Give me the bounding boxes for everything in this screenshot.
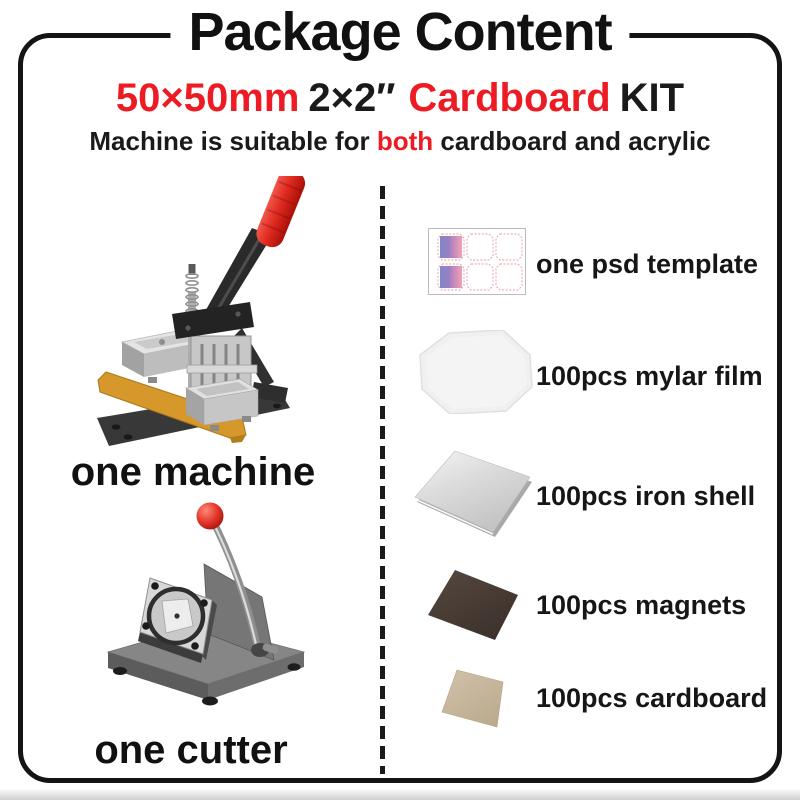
magnets-icon bbox=[426, 567, 520, 643]
page-title: Package Content bbox=[170, 3, 630, 61]
item-label: 100pcs cardboard bbox=[536, 683, 768, 713]
item-label: 100pcs iron shell bbox=[536, 481, 756, 511]
compatibility-suffix: cardboard and acrylic bbox=[433, 126, 711, 156]
subtitle-size-inch: 2×2″ bbox=[308, 76, 396, 120]
column-divider-dashed-line bbox=[380, 186, 385, 774]
subtitle-material: Cardboard bbox=[408, 76, 611, 120]
compatibility-highlight: both bbox=[376, 126, 434, 156]
item-label: 100pcs magnets bbox=[536, 590, 747, 620]
die-cutter-image bbox=[92, 502, 317, 712]
subtitle-size-mm: 50×50mm bbox=[115, 76, 300, 120]
mylar-film-icon bbox=[419, 330, 533, 414]
cutter-label: one cutter bbox=[94, 728, 288, 772]
iron-shell-icon bbox=[412, 447, 534, 537]
subtitle-kit-label: KIT bbox=[619, 76, 685, 120]
item-label: one psd template bbox=[536, 249, 759, 279]
bottom-edge-shadow bbox=[0, 788, 800, 800]
badge-press-machine-image bbox=[92, 176, 392, 461]
psd-template-icon bbox=[428, 228, 526, 295]
compatibility-prefix: Machine is suitable for bbox=[89, 126, 377, 156]
cardboard-icon bbox=[438, 667, 510, 729]
compatibility-note: Machine is suitable for both cardboard a… bbox=[0, 125, 800, 157]
machine-label: one machine bbox=[70, 450, 316, 494]
item-label: 100pcs mylar film bbox=[536, 361, 763, 391]
